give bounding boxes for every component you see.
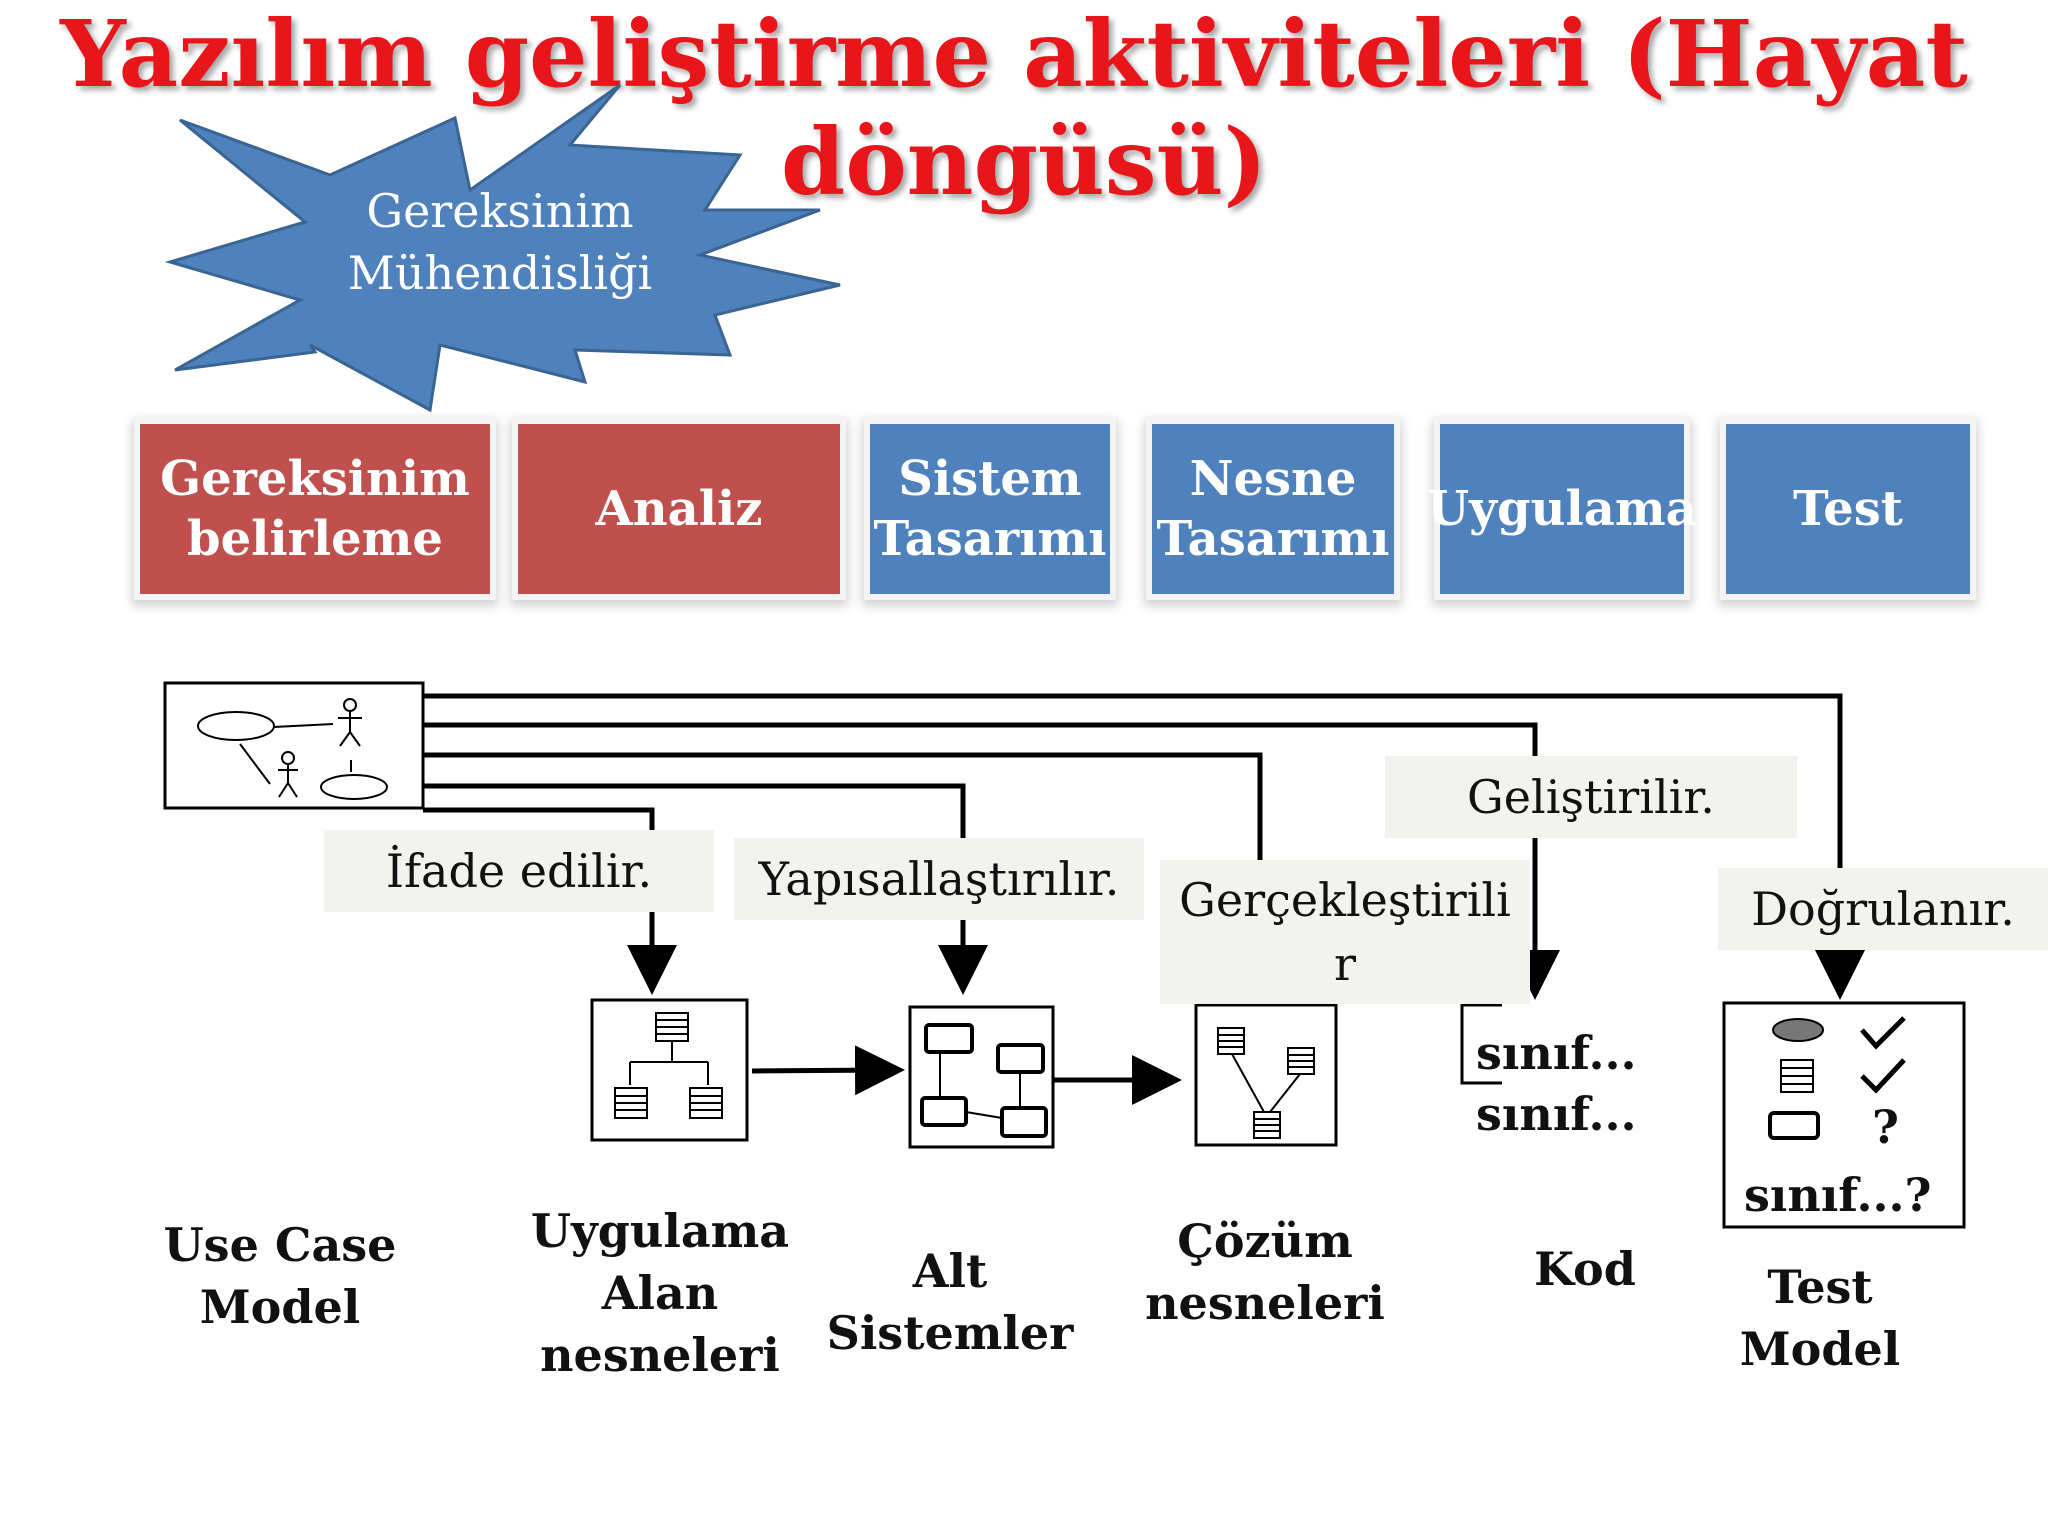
starburst-line-1: Gereksinim bbox=[366, 184, 634, 238]
subsystems-icon bbox=[908, 1005, 1055, 1149]
caption-line: Çözüm bbox=[1177, 1214, 1353, 1268]
caption-line: nesneleri bbox=[540, 1328, 780, 1382]
check-icon bbox=[1860, 1016, 1906, 1050]
page-title: Yazılım geliştirme aktiviteleri (Hayat d… bbox=[0, 0, 2048, 216]
caption-line: nesneleri bbox=[1145, 1276, 1385, 1330]
phase-label: Tasarımı bbox=[1156, 511, 1390, 567]
label-realized: Gerçekleştirili r bbox=[1160, 860, 1530, 1004]
code-line-2: sınıf... bbox=[1476, 1087, 1637, 1141]
starburst-shape bbox=[164, 83, 841, 413]
test-question-mark: ? bbox=[1872, 1100, 1899, 1154]
label-developed: Geliştirilir. bbox=[1385, 756, 1797, 838]
phase-label: Analiz bbox=[595, 481, 763, 537]
caption-line: Test bbox=[1767, 1260, 1873, 1314]
label-realized-line-1: Gerçekleştirili bbox=[1179, 873, 1511, 927]
check-icon bbox=[1860, 1058, 1906, 1094]
caption-line: Model bbox=[199, 1280, 361, 1334]
phase-test[interactable]: Test bbox=[1726, 424, 1970, 594]
label-realized-line-2: r bbox=[1334, 937, 1356, 991]
caption-code: Kod bbox=[1480, 1238, 1690, 1300]
phase-analysis[interactable]: Analiz bbox=[518, 424, 840, 594]
connector-to-domain bbox=[423, 807, 677, 995]
caption-solution-objects: Çözüm nesneleri bbox=[1130, 1210, 1400, 1334]
solution-objects-icon bbox=[1194, 1003, 1338, 1147]
caption-line: Model bbox=[1739, 1322, 1901, 1376]
test-model-icon bbox=[1722, 1001, 1966, 1229]
label-structured: Yapısallaştırılır. bbox=[734, 838, 1144, 920]
domain-objects-icon bbox=[590, 998, 749, 1142]
code-line-1: sınıf... bbox=[1476, 1026, 1637, 1080]
phase-label: Gereksinim bbox=[160, 451, 470, 507]
caption-line: Sistemler bbox=[826, 1306, 1074, 1360]
connector-to-solution bbox=[423, 752, 1263, 870]
phase-label: Test bbox=[1793, 481, 1903, 537]
caption-line: Kod bbox=[1534, 1242, 1636, 1296]
phase-label: belirleme bbox=[187, 511, 443, 567]
caption-domain-objects: Uygulama Alan nesneleri bbox=[530, 1200, 790, 1386]
label-expressed: İfade edilir. bbox=[324, 830, 714, 912]
caption-test-model: Test Model bbox=[1700, 1256, 1940, 1380]
phase-label: Tasarımı bbox=[873, 511, 1107, 567]
phase-label: Sistem bbox=[898, 451, 1082, 507]
title-line-2: döngüsü) bbox=[780, 108, 1267, 216]
caption-line: Use Case bbox=[163, 1218, 397, 1272]
caption-line: Alan bbox=[601, 1266, 719, 1320]
phase-label: Uygulama bbox=[1427, 481, 1697, 537]
caption-use-case-model: Use Case Model bbox=[160, 1214, 400, 1338]
starburst-line-2: Mühendisliği bbox=[347, 246, 653, 300]
arrow-domain-to-subsystems bbox=[751, 1045, 905, 1096]
starburst-label: Gereksinim Mühendisliği bbox=[320, 180, 680, 304]
connector-to-code bbox=[423, 722, 1560, 1000]
code-box-outline bbox=[1460, 1003, 1502, 1085]
use-case-model-icon bbox=[163, 681, 425, 810]
title-line-1: Yazılım geliştirme aktiviteleri (Hayat bbox=[60, 0, 1968, 108]
caption-line: Uygulama bbox=[530, 1204, 790, 1258]
phase-implementation[interactable]: Uygulama bbox=[1427, 424, 1697, 594]
caption-line: Alt bbox=[912, 1244, 988, 1298]
label-verified: Doğrulanır. bbox=[1718, 868, 2048, 950]
test-sinif-line: sınıf...? bbox=[1744, 1168, 1932, 1222]
caption-subsystems: Alt Sistemler bbox=[820, 1240, 1080, 1364]
phase-label: Nesne bbox=[1189, 451, 1357, 507]
